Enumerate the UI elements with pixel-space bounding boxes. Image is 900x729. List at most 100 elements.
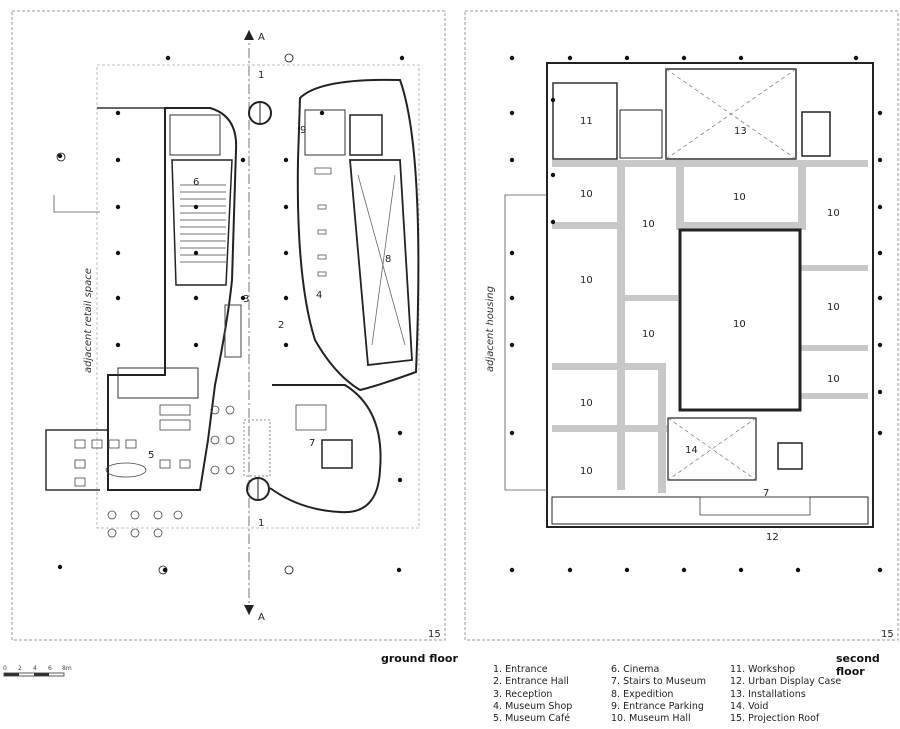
second-floor-title: second floor xyxy=(836,652,880,678)
legend-item: 3. Reception xyxy=(493,688,553,700)
label-hall-c: 10 xyxy=(733,192,746,203)
central-stair xyxy=(243,419,271,477)
entrance-revolving-door-bottom xyxy=(246,477,270,501)
service-core-top xyxy=(619,109,663,159)
scale-tick-4: 4 xyxy=(33,665,37,672)
left-corner-number: 15 xyxy=(428,629,441,640)
legend-item: 2. Entrance Hall xyxy=(493,676,569,688)
legend-item: 12. Urban Display Case xyxy=(730,676,842,688)
entrance-revolving-door-top xyxy=(248,101,272,125)
projection-roof-outline-right xyxy=(464,10,899,641)
legend-item: 13. Installations xyxy=(730,688,806,700)
structural-columns xyxy=(56,53,405,575)
label-expedition: 8 xyxy=(385,254,391,265)
label-cinema: 6 xyxy=(193,177,199,188)
label-hall-g: 10 xyxy=(733,319,746,330)
museum-hall-walls xyxy=(552,160,868,493)
scale-tick-2: 2 xyxy=(18,665,22,672)
label-urban-display: 12 xyxy=(766,532,779,543)
retail-stair-line xyxy=(53,195,100,213)
label-hall-i: 10 xyxy=(827,374,840,385)
legend-item: 10. Museum Hall xyxy=(611,713,691,725)
section-marker-top: A xyxy=(258,32,265,43)
scale-tick-0: 0 xyxy=(3,665,7,672)
adjacent-housing-edge xyxy=(504,194,547,491)
label-void: 14 xyxy=(685,445,698,456)
section-arrow-top xyxy=(244,30,254,40)
legend-item: 15. Projection Roof xyxy=(730,713,820,725)
ground-lift xyxy=(321,439,353,469)
legend-column-2: 6. Cinema 7. Stairs to Museum 8. Expedit… xyxy=(611,664,706,725)
cinema-block xyxy=(107,107,238,491)
section-arrow-bottom xyxy=(244,605,254,615)
cafe-furniture xyxy=(74,404,235,538)
installations-room xyxy=(665,68,797,160)
reception-desk xyxy=(224,304,242,358)
legend-item: 8. Expedition xyxy=(611,688,674,700)
label-stairs: 7 xyxy=(309,438,315,449)
legend-item: 4. Museum Shop xyxy=(493,700,573,712)
expedition-room xyxy=(349,159,413,366)
label-stairs-second: 7 xyxy=(763,488,769,499)
label-entrance-bottom: 1 xyxy=(258,518,264,529)
label-hall-h: 10 xyxy=(827,302,840,313)
label-entrance-top: 1 xyxy=(258,70,264,81)
stairs-second-floor xyxy=(699,496,811,516)
ground-floor-plan: 1 1 2 3 4 5 6 7 8 9 A A 15 adjacent reta… xyxy=(11,10,446,641)
workshop-room xyxy=(552,82,618,160)
adjacent-housing-label: adjacent housing xyxy=(485,286,496,372)
section-marker-bottom: A xyxy=(258,612,265,623)
scale-tick-8m: 8m xyxy=(62,665,72,672)
adjacent-retail-label: adjacent retail space xyxy=(83,268,94,373)
label-hall-d: 10 xyxy=(827,208,840,219)
site-outline xyxy=(96,64,420,529)
central-museum-hall xyxy=(678,228,802,412)
cinema-service-room xyxy=(169,114,221,156)
shop-lift-core xyxy=(349,114,383,156)
lift-core-bottom xyxy=(777,442,803,470)
legend-item: 14. Void xyxy=(730,700,769,712)
legend-item: 7. Stairs to Museum xyxy=(611,676,707,688)
label-installations: 13 xyxy=(734,126,747,137)
label-hall-a: 10 xyxy=(580,189,593,200)
cinema-hall xyxy=(171,159,233,286)
museum-shop-block xyxy=(296,78,420,392)
label-hall-f: 10 xyxy=(642,329,655,340)
retail-wall xyxy=(45,107,166,491)
label-entrance-hall: 2 xyxy=(278,320,284,331)
cafe-kitchen xyxy=(117,367,199,399)
right-corner-number: 15 xyxy=(881,629,894,640)
shop-display-items xyxy=(314,167,332,277)
label-hall-e: 10 xyxy=(580,275,593,286)
legend-item: 1. Entrance xyxy=(493,664,548,675)
legend-item: 11. Workshop xyxy=(730,664,795,675)
label-workshop: 11 xyxy=(580,116,593,127)
void-room xyxy=(667,417,757,481)
stairs-to-museum xyxy=(295,404,327,431)
label-hall-k: 10 xyxy=(580,466,593,477)
lift-core-top xyxy=(801,111,831,157)
urban-display-case xyxy=(551,496,869,525)
label-reception: 3 xyxy=(243,294,249,305)
legend-item: 6. Cinema xyxy=(611,664,660,675)
legend-item: 9. Entrance Parking xyxy=(611,700,704,712)
structural-columns-right xyxy=(509,55,883,573)
label-museum-shop: 4 xyxy=(316,290,322,301)
label-museum-cafe: 5 xyxy=(148,450,154,461)
stairs-block xyxy=(269,384,382,514)
label-hall-b: 10 xyxy=(642,219,655,230)
label-hall-j: 10 xyxy=(580,398,593,409)
legend-column-3: 11. Workshop 12. Urban Display Case 13. … xyxy=(730,664,841,725)
legend-column-1: 1. Entrance 2. Entrance Hall 3. Receptio… xyxy=(493,664,572,725)
cinema-seats xyxy=(180,184,226,263)
scale-tick-6: 6 xyxy=(48,665,52,672)
label-entrance-parking: 9 xyxy=(300,125,306,136)
parking-entrance-room xyxy=(304,109,346,156)
legend-item: 5. Museum Café xyxy=(493,713,571,725)
scale-bar: 0 2 4 6 8m xyxy=(3,665,72,677)
building-outline xyxy=(546,62,874,528)
second-floor-plan: 11 13 10 10 10 10 10 10 10 10 10 10 10 1… xyxy=(464,10,899,641)
ground-floor-title: ground floor xyxy=(381,652,458,665)
projection-roof-outline xyxy=(11,10,446,641)
